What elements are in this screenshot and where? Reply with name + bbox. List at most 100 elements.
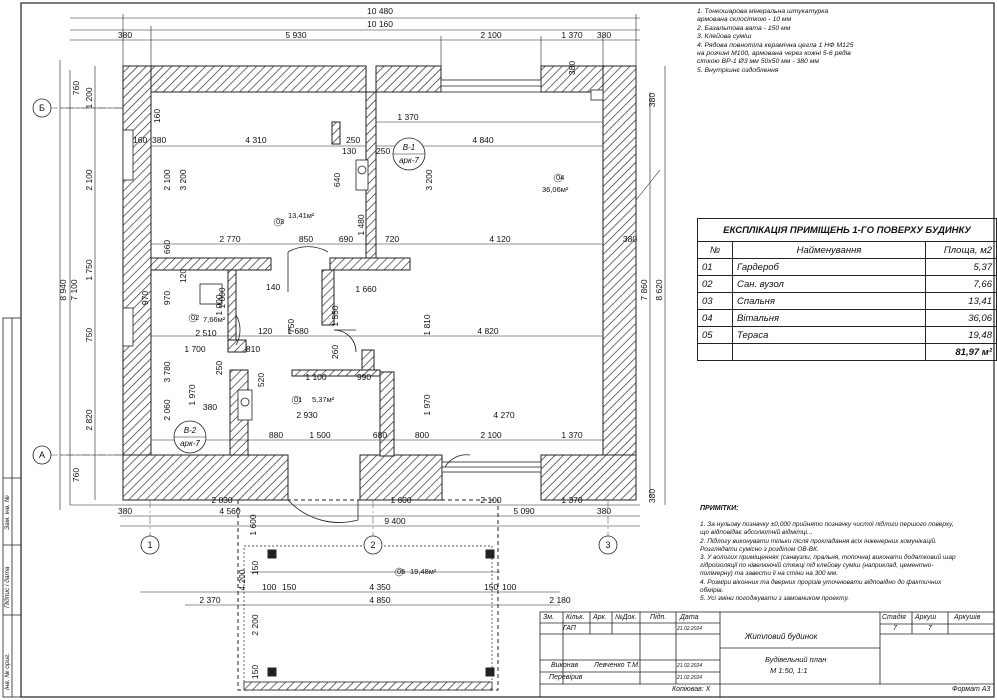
note-line: на розчині М100, армована через кожні 5-… [697, 50, 851, 58]
remarks-title: ПРИМІТКИ: [700, 505, 739, 512]
dim-left-total: 8 940 [58, 279, 68, 301]
dim: 380 [597, 506, 611, 516]
axis-3-label: 3 [605, 540, 610, 550]
dim: 880 [269, 430, 283, 440]
dim: 380 [152, 135, 166, 145]
dim: 3 200 [178, 169, 188, 191]
right-dimensions: 380 380 380 [567, 61, 657, 503]
dim: 380 [597, 30, 611, 40]
room-number: 04 [556, 173, 564, 182]
dim: 680 [373, 430, 387, 440]
dim: 690 [339, 234, 353, 244]
room-number: 02 [191, 313, 199, 322]
tb-header: Підп. [650, 614, 667, 621]
remarks: ПРИМІТКИ: 1. За нульову позначку ±0,000 … [700, 505, 995, 603]
bottom-dimensions: 380 2 830 1 600 2 100 1 370 380 4 560 5 … [118, 495, 611, 516]
dim: 2 370 [199, 595, 221, 605]
dim: 750 [286, 319, 296, 333]
dim: 2 180 [549, 595, 571, 605]
dim: 4 820 [477, 326, 499, 336]
tb-header: Кільк. [566, 614, 585, 621]
room-area: 36,06м² [542, 185, 569, 194]
dim: 380 [567, 61, 577, 75]
table-total-row: 81,97 м² [697, 343, 997, 361]
dim: 4 840 [472, 135, 494, 145]
dim: 660 [162, 240, 172, 254]
tb-header: №Док. [615, 614, 637, 621]
tb-header: Арк. [593, 614, 607, 621]
dim: 150 [484, 582, 498, 592]
leader-line [635, 169, 661, 201]
tb-gap: ГАП [563, 625, 576, 632]
dim: 120 [178, 269, 188, 283]
tb-header: Зм. [543, 614, 555, 621]
dim: 750 [84, 328, 94, 342]
col-header: Найменування [732, 241, 926, 259]
dim: 2 100 [480, 30, 502, 40]
dim: 990 [357, 372, 371, 382]
remark-line: 5. Усі зміни погоджувати з замовником пр… [700, 595, 850, 603]
dim: 2 830 [211, 495, 233, 505]
dim: 1 600 [390, 495, 412, 505]
remark-line: полімерну) та завести її на стіни на 300… [700, 570, 839, 578]
dim-bottom-total: 9 400 [384, 516, 406, 526]
dim: 250 [346, 135, 360, 145]
dim: 160 [133, 135, 147, 145]
dim: 140 [266, 282, 280, 292]
dim: 1 000 [217, 287, 227, 309]
dim: 5 930 [285, 30, 307, 40]
dim: 100 [262, 582, 276, 592]
table-row: 04 Вітальня 36,06 [697, 309, 997, 327]
remark-line: 2. Підлогу виконувати тільки після прокл… [700, 537, 937, 545]
dim: 2 100 [84, 169, 94, 191]
table-title: ЕКСПЛІКАЦІЯ ПРИМІЩЕНЬ 1-ГО ПОВЕРХУ БУДИН… [697, 218, 997, 242]
tb-stage-header: Стадія [882, 614, 906, 621]
remark-line: гідроізоляції по нівелюючій стяжці під к… [700, 562, 934, 570]
tb-scale: М 1:50, 1:1 [770, 666, 808, 675]
table-row: 05 Тераса 19,48 [697, 326, 997, 344]
windows [122, 79, 604, 473]
dim: 1 680 [287, 326, 309, 336]
dim-right-total: 8 620 [654, 279, 664, 301]
tb-executor: Левченко Т.М. [594, 662, 640, 669]
dim: 1 970 [422, 394, 432, 416]
callout-sheet: арк-7 [180, 439, 200, 448]
tb-date: 21.02.2024 [677, 626, 703, 632]
cell: Спальня [732, 292, 926, 310]
dim: 3 780 [162, 361, 172, 383]
dim: 2 510 [195, 328, 217, 338]
dim: 1 200 [84, 87, 94, 109]
callout-sheet: арк-7 [399, 156, 419, 165]
cell: 7,66 [925, 275, 997, 293]
dim: 250 [214, 361, 224, 375]
table-row: 01 Гардероб 5,37 [697, 258, 997, 276]
dim: 4 310 [245, 135, 267, 145]
dim: 1 480 [356, 214, 366, 236]
dim: 250 [376, 146, 390, 156]
room-area: 7,66м² [203, 315, 226, 324]
dim: 150 [250, 665, 260, 679]
dim: 1 370 [561, 495, 583, 505]
dim: 4 560 [219, 506, 241, 516]
note-line: армована склосіткою - 10 мм [697, 16, 792, 24]
table-header-row: № Найменування Площа, м2 [697, 241, 997, 259]
side-stamp-label: Підпис і дата [4, 566, 11, 608]
axis-a-label: А [39, 450, 45, 460]
tb-date: 21.02.2024 [677, 675, 703, 681]
dim-right-inner: 7 860 [639, 279, 649, 301]
cell: 02 [697, 275, 733, 293]
dim: 1 500 [309, 430, 331, 440]
dim: 150 [250, 561, 260, 575]
dim: 1 700 [184, 344, 206, 354]
dim: 2 100 [480, 430, 502, 440]
dim: 800 [415, 430, 429, 440]
col-header: № [697, 241, 733, 259]
cell: Гардероб [732, 258, 926, 276]
dim: 100 [502, 582, 516, 592]
room-labels: 01 5,37м² 02 7,66м² 03 13,41м² 04 36,06м… [188, 173, 569, 577]
note-line: 1. Тонкошарова мінеральна штукатурка [697, 8, 829, 15]
dim: 2 100 [162, 169, 172, 191]
dim: 3 200 [424, 169, 434, 191]
callout-title: В-1 [403, 143, 415, 152]
